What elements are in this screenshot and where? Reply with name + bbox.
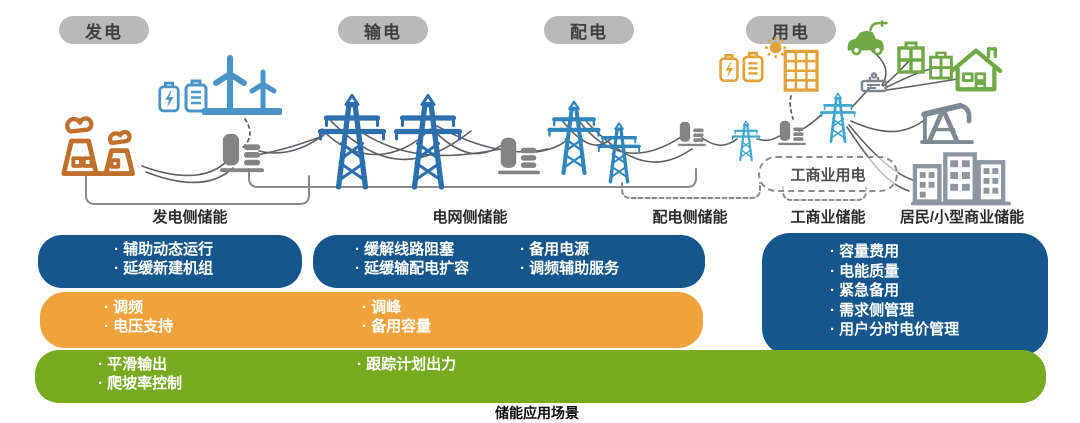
benefit-item: · 容量费用 <box>830 243 900 260</box>
ev-car-icon <box>845 20 889 56</box>
distribution-tower-icon <box>596 118 642 188</box>
house-icon <box>948 44 1004 94</box>
storage-unit-icon <box>220 132 264 174</box>
grid-benefits-box: · 缓解线路阻塞 · 延缓输配电扩容 · 备用电源 · 调频辅助服务 <box>313 235 705 288</box>
benefit-item: · 平滑输出 <box>98 356 168 373</box>
power-plant-icon <box>58 106 146 178</box>
storage-unit-icon <box>498 134 540 178</box>
transmission-tower-icon <box>392 92 464 192</box>
stage-pill-generation: 发电 <box>59 16 149 44</box>
stage-pill-transmission: 输电 <box>338 16 428 44</box>
benefit-item: · 电压支持 <box>104 318 174 335</box>
apartment-icon <box>896 40 926 74</box>
stage-pill-consumption-label: 用电 <box>772 22 810 42</box>
user-side-benefits-box: · 容量费用 · 电能质量 · 紧急备用 · 需求侧管理 · 用户分时电价管理 <box>762 233 1048 356</box>
benefit-item: · 电能质量 <box>830 262 900 280</box>
battery-icon <box>741 50 765 84</box>
solar-building-icon <box>763 36 821 92</box>
benefit-item: · 调频辅助服务 <box>520 260 620 277</box>
benefit-item: · 备用容量 <box>362 318 432 335</box>
battery-icon <box>157 80 181 114</box>
benefit-item: · 辅助动态运行 <box>114 241 214 258</box>
wind-turbine-icon <box>200 54 284 116</box>
transmission-tower-icon <box>316 92 388 192</box>
distribution-tower-icon <box>546 90 602 186</box>
segment-label-commercial: 工商业储能 <box>790 209 866 226</box>
stage-pill-generation-label: 发电 <box>85 22 123 42</box>
stage-pill-consumption: 用电 <box>746 16 836 44</box>
benefit-item: · 调频 <box>104 299 144 316</box>
stage-pill-distribution: 配电 <box>544 16 634 44</box>
benefit-item: · 紧急备用 <box>830 282 900 299</box>
battery-icon <box>718 52 740 84</box>
benefit-item: · 备用电源 <box>520 241 590 258</box>
smart-meter-icon <box>859 72 889 94</box>
benefit-item: · 延缓新建机组 <box>114 260 214 277</box>
renewable-integration-box: · 平滑输出 · 爬坡率控制 · 跟踪计划出力 <box>35 350 1046 403</box>
segment-label-generation-side: 发电侧储能 <box>152 209 228 226</box>
distribution-tower-icon <box>818 92 858 144</box>
diagram-caption: 储能应用场景 <box>495 405 579 421</box>
commercial-industrial-consumption-label: 工商业用电 <box>790 166 866 184</box>
benefit-item: · 缓解线路阻塞 <box>355 241 455 258</box>
ancillary-services-box: · 调频 · 电压支持 · 调峰 · 备用容量 <box>40 292 703 348</box>
benefit-item: · 需求侧管理 <box>830 301 915 319</box>
benefit-item: · 延缓输配电扩容 <box>355 260 470 277</box>
benefit-item: · 跟踪计划出力 <box>357 356 457 373</box>
benefit-item: · 用户分时电价管理 <box>830 321 960 338</box>
storage-unit-icon <box>778 114 806 152</box>
benefit-item: · 爬坡率控制 <box>98 375 183 392</box>
benefit-item: · 调峰 <box>362 299 402 316</box>
segment-label-grid-side: 电网侧储能 <box>432 209 508 226</box>
stage-pill-transmission-label: 输电 <box>364 22 402 42</box>
segment-label-residential: 居民/小型商业储能 <box>899 209 1025 226</box>
oil-pump-icon <box>916 98 978 144</box>
city-buildings-icon <box>910 144 1012 206</box>
generation-benefits-box: · 辅助动态运行 · 延缓新建机组 <box>38 235 302 288</box>
segment-label-distribution-side: 配电侧储能 <box>652 209 728 226</box>
commercial-industrial-consumption-oval: 工商业用电 <box>758 156 898 192</box>
storage-unit-icon <box>678 116 706 152</box>
distribution-tower-icon <box>729 120 763 162</box>
stage-pill-distribution-label: 配电 <box>570 22 608 42</box>
